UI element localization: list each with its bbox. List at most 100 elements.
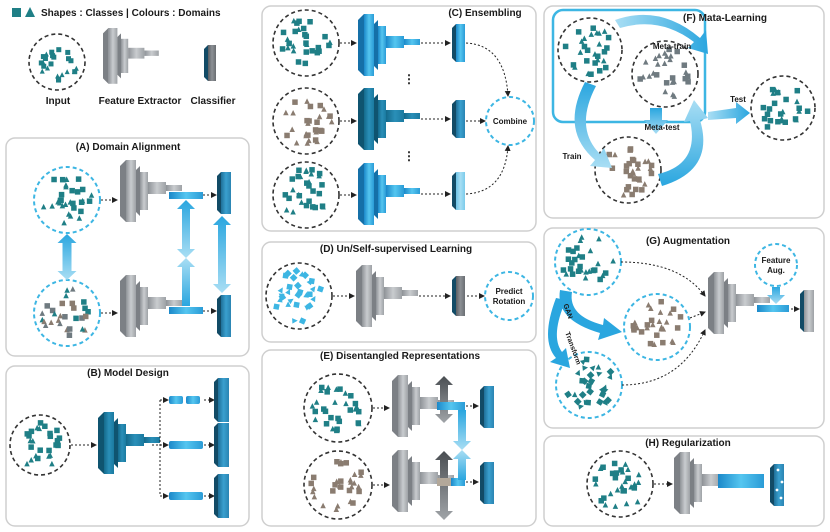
square-shape-icon: [292, 28, 298, 35]
augmentation-input-arrow-3: [621, 329, 706, 386]
triangle-shape-icon: [667, 56, 673, 63]
square-shape-icon: [47, 430, 53, 437]
triangle-shape-icon: [619, 483, 625, 489]
triangle-shape-icon: [652, 55, 659, 62]
square-shape-icon: [307, 103, 314, 110]
classifier-face: [218, 378, 229, 422]
model-design-classifier: [214, 474, 229, 518]
disentangle-arrow-top: [435, 376, 453, 423]
square-shape-icon: [309, 48, 315, 54]
square-shape-icon: [330, 488, 336, 494]
square-shape-icon: [322, 33, 328, 40]
triangle-shape-icon: [351, 471, 358, 477]
classifier-face: [218, 474, 229, 518]
meta-train-box: [551, 8, 707, 124]
square-shape-icon: [346, 487, 353, 494]
augmentation-input-arrow-2: [689, 311, 706, 319]
classifier-side: [204, 45, 208, 81]
square-shape-icon: [629, 191, 635, 198]
square-shape-icon: [606, 151, 613, 158]
dropout-dot: [776, 468, 780, 472]
square-shape-icon: [681, 62, 688, 68]
square-shape-icon: [760, 104, 767, 111]
square-shape-icon: [574, 245, 580, 251]
square-shape-icon: [65, 49, 71, 55]
triangle-shape-icon: [33, 452, 39, 459]
triangle-shape-icon: [40, 59, 46, 65]
augmentation-classifier: [800, 290, 814, 332]
triangle-shape-icon: [70, 286, 76, 292]
triangle-shape-icon: [313, 399, 320, 405]
triangle-shape-icon: [358, 472, 364, 478]
triangle-shape-icon: [79, 326, 86, 332]
square-shape-icon: [609, 165, 616, 171]
feature-layer: [144, 50, 159, 56]
square-shape-icon: [771, 100, 778, 107]
panel-f-title: (F) Mata-Learning: [683, 13, 767, 24]
domain-circle-outline: [272, 161, 340, 229]
panel-a-title: (A) Domain Alignment: [76, 142, 181, 153]
triangle-shape-icon: [49, 460, 55, 467]
triangle-shape-icon: [635, 165, 641, 171]
feature-layer: [114, 418, 118, 468]
triangle-shape-icon: [293, 139, 300, 146]
square-shape-icon: [81, 299, 87, 305]
square-shape-icon: [318, 128, 325, 134]
train-label: Train: [562, 152, 581, 161]
square-shape-icon: [658, 298, 664, 305]
feature-layer: [398, 450, 408, 512]
square-shape-icon: [312, 408, 319, 415]
triangle-shape-icon: [623, 500, 630, 507]
test-label: Test: [730, 95, 746, 104]
feature-layer: [386, 36, 404, 48]
triangle-shape-icon: [45, 65, 51, 71]
square-shape-icon: [569, 271, 576, 277]
triangle-shape-icon: [770, 90, 776, 96]
square-shape-icon: [72, 69, 78, 75]
square-shape-icon: [350, 500, 356, 506]
feature-layer: [736, 294, 754, 306]
square-shape-icon: [602, 270, 609, 276]
square-shape-icon: [630, 157, 637, 164]
disentangled-shared-feature: [437, 402, 465, 410]
domain-circle-outline: [28, 33, 86, 91]
triangle-shape-icon: [583, 399, 590, 406]
classifier-side: [452, 276, 456, 316]
square-shape-icon: [352, 400, 359, 407]
square-shape-icon: [319, 182, 325, 188]
triangle-shape-icon: [308, 170, 315, 177]
square-shape-icon: [594, 53, 601, 59]
triangle-shape-icon: [601, 57, 607, 64]
square-shape-icon: [56, 77, 62, 83]
square-shape-icon: [66, 326, 73, 332]
classifier-side: [217, 295, 221, 337]
regularization-input-circle: [586, 450, 654, 518]
feature-layer: [358, 88, 364, 150]
gan-arrow: [559, 290, 622, 340]
square-shape-icon: [579, 254, 586, 260]
triangle-shape-icon: [661, 60, 668, 66]
square-shape-icon: [567, 266, 574, 272]
square-shape-icon: [302, 60, 309, 67]
triangle-shape-icon: [27, 437, 34, 444]
triangle-shape-icon: [306, 178, 312, 185]
triangle-shape-icon: [36, 425, 43, 432]
square-shape-icon: [605, 34, 612, 41]
triangle-shape-icon: [298, 271, 305, 278]
triangle-shape-icon: [595, 260, 601, 267]
feature-layer: [374, 20, 378, 70]
triangle-shape-icon: [596, 30, 602, 36]
feature-layer: [128, 47, 145, 59]
square-shape-icon: [279, 46, 286, 52]
triangle-shape-icon: [333, 506, 340, 512]
square-shape-icon: [58, 191, 65, 198]
triangle-shape-icon: [670, 91, 676, 98]
square-shape-icon: [286, 283, 293, 291]
square-shape-icon: [310, 204, 316, 210]
triangle-shape-icon: [285, 40, 292, 47]
triangle-shape-icon: [597, 465, 604, 472]
legend-feature-extractor-label: Feature Extractor: [99, 96, 182, 107]
triangle-shape-icon: [657, 309, 664, 315]
triangle-shape-icon: [589, 365, 596, 372]
feature-layer: [98, 412, 104, 474]
